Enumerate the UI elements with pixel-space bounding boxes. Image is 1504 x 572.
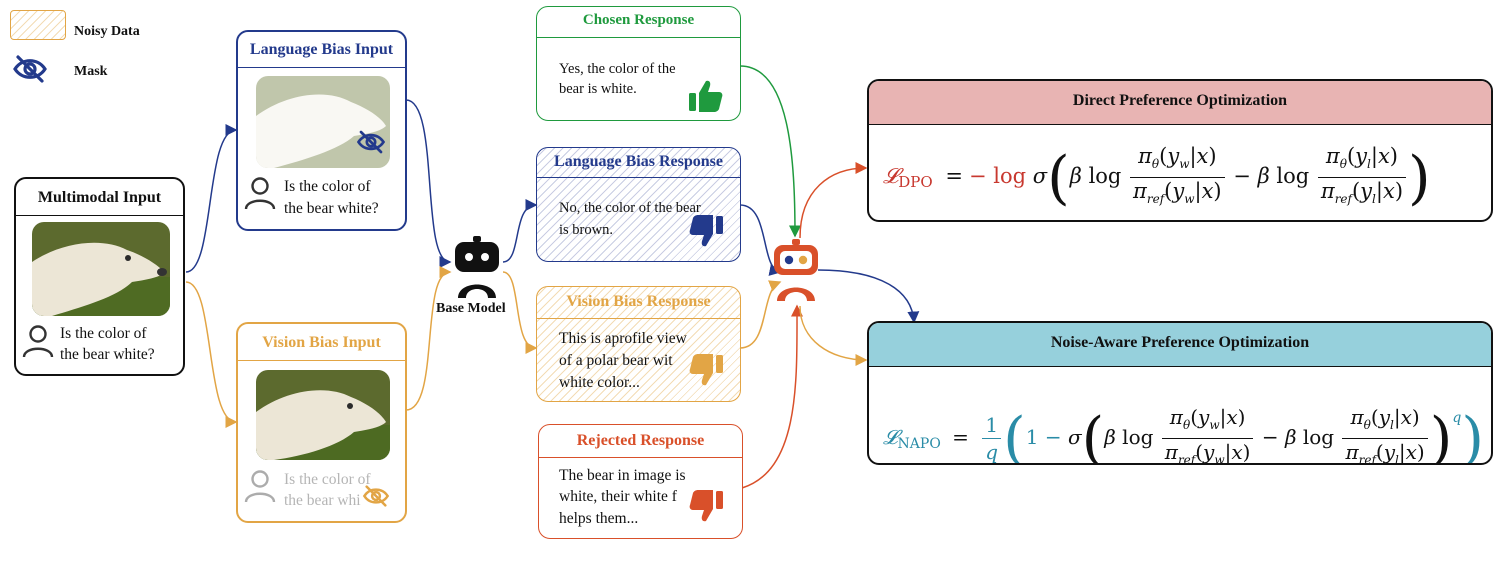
robot-icon xyxy=(452,236,502,298)
person-icon xyxy=(22,324,54,358)
chosen-response-box: Chosen Response Yes, the color of the be… xyxy=(536,6,741,121)
dpo-formula: 𝓛DPO =− log σ(β log πθ(yw|x)πref(yw|x) −… xyxy=(883,143,1431,212)
thumbs-down-icon xyxy=(689,353,723,387)
arrow-vision-to-model xyxy=(405,266,452,411)
rejected-response-box: Rejected Response The bear in image is w… xyxy=(538,424,743,539)
language-bias-input-title: Language Bias Input xyxy=(249,41,394,58)
language-bias-input-box: Language Bias Input Is the color of the … xyxy=(236,30,407,231)
thumbs-down-icon xyxy=(689,489,723,523)
thumbs-up-icon xyxy=(689,79,723,113)
robot-icon xyxy=(772,239,820,301)
chosen-response-title: Chosen Response xyxy=(582,12,695,28)
napo-header xyxy=(869,323,1491,367)
masked-bear-photo xyxy=(256,76,390,168)
rejected-response-title: Rejected Response xyxy=(576,432,705,449)
rejected-response-line1: The bear in image is xyxy=(559,467,686,484)
mask-icon xyxy=(362,484,390,508)
arrow-chosen-to-judge xyxy=(739,65,801,238)
language-input-question-line2: the bear white? xyxy=(284,200,379,217)
napo-title: Noise-Aware Preference Optimization xyxy=(1050,334,1310,351)
language-input-question-line1: Is the color of xyxy=(284,178,371,195)
arrow-model-to-vision-resp xyxy=(502,271,538,354)
thumbs-down-icon xyxy=(689,214,723,248)
arrow-model-to-language-resp xyxy=(502,199,538,263)
arrow-language-to-model xyxy=(405,99,452,268)
multimodal-question-line1: Is the color of xyxy=(60,325,147,342)
arrow-to-vision-input xyxy=(185,281,238,428)
chosen-response-line1: Yes, the color of the xyxy=(559,61,676,77)
vision-bias-response-title: Vision Bias Response xyxy=(566,293,711,310)
base-model-label: Base Model xyxy=(436,301,506,316)
arrow-judge-to-dpo xyxy=(799,162,868,239)
arrow-rejected-to-judge xyxy=(741,304,804,489)
dpo-header xyxy=(869,81,1491,125)
person-icon xyxy=(244,176,276,210)
multimodal-input-title: Multimodal Input xyxy=(37,189,162,206)
language-bias-response-line1: No, the color of the bear xyxy=(559,200,701,216)
mask-icon xyxy=(12,54,48,84)
language-bias-response-line2: is brown. xyxy=(559,222,613,238)
bear-photo xyxy=(256,370,390,460)
person-icon xyxy=(244,469,276,503)
arrow-vision-judge-to-napo xyxy=(799,305,868,366)
napo-box: Noise-Aware Preference Optimization 𝓛NAP… xyxy=(867,321,1493,465)
noisy-data-label: Noisy Data xyxy=(74,24,140,39)
vision-bias-response-line3: white color... xyxy=(559,374,640,391)
vision-bias-input-title: Vision Bias Input xyxy=(262,334,381,351)
multimodal-input-box: Multimodal Input Is the color of the bea… xyxy=(14,177,185,376)
noisy-data-swatch xyxy=(10,10,66,40)
legend: Noisy Data Mask xyxy=(10,10,180,90)
language-bias-response-box: Language Bias Response No, the color of … xyxy=(536,147,741,262)
arrow-vision-resp-to-judge xyxy=(739,280,782,349)
rejected-response-line3: helps them... xyxy=(559,510,639,527)
vision-bias-response-line1: This is aprofile view xyxy=(559,330,687,347)
arrow-to-language-input xyxy=(185,124,238,273)
vision-bias-response-box: Vision Bias Response This is aprofile vi… xyxy=(536,286,741,402)
vision-bias-input-box: Vision Bias Input Is the color of the be… xyxy=(236,322,407,523)
multimodal-question-line2: the bear white? xyxy=(60,346,155,363)
dpo-title: Direct Preference Optimization xyxy=(1072,92,1288,109)
vision-bias-response-line2: of a polar bear wit xyxy=(559,352,673,369)
vision-input-question-line2: the bear whi xyxy=(284,492,361,509)
chosen-response-line2: bear is white. xyxy=(559,81,637,97)
mask-icon xyxy=(356,129,386,155)
mask-label: Mask xyxy=(74,64,108,79)
bear-photo xyxy=(32,222,170,316)
rejected-response-line2: white, their white f xyxy=(559,488,677,505)
language-bias-response-title: Language Bias Response xyxy=(554,153,723,170)
vision-input-question-line1: Is the color of xyxy=(284,471,371,488)
arrow-judge-to-napo xyxy=(817,269,920,324)
dpo-box: Direct Preference Optimization 𝓛DPO =− l… xyxy=(867,79,1493,222)
